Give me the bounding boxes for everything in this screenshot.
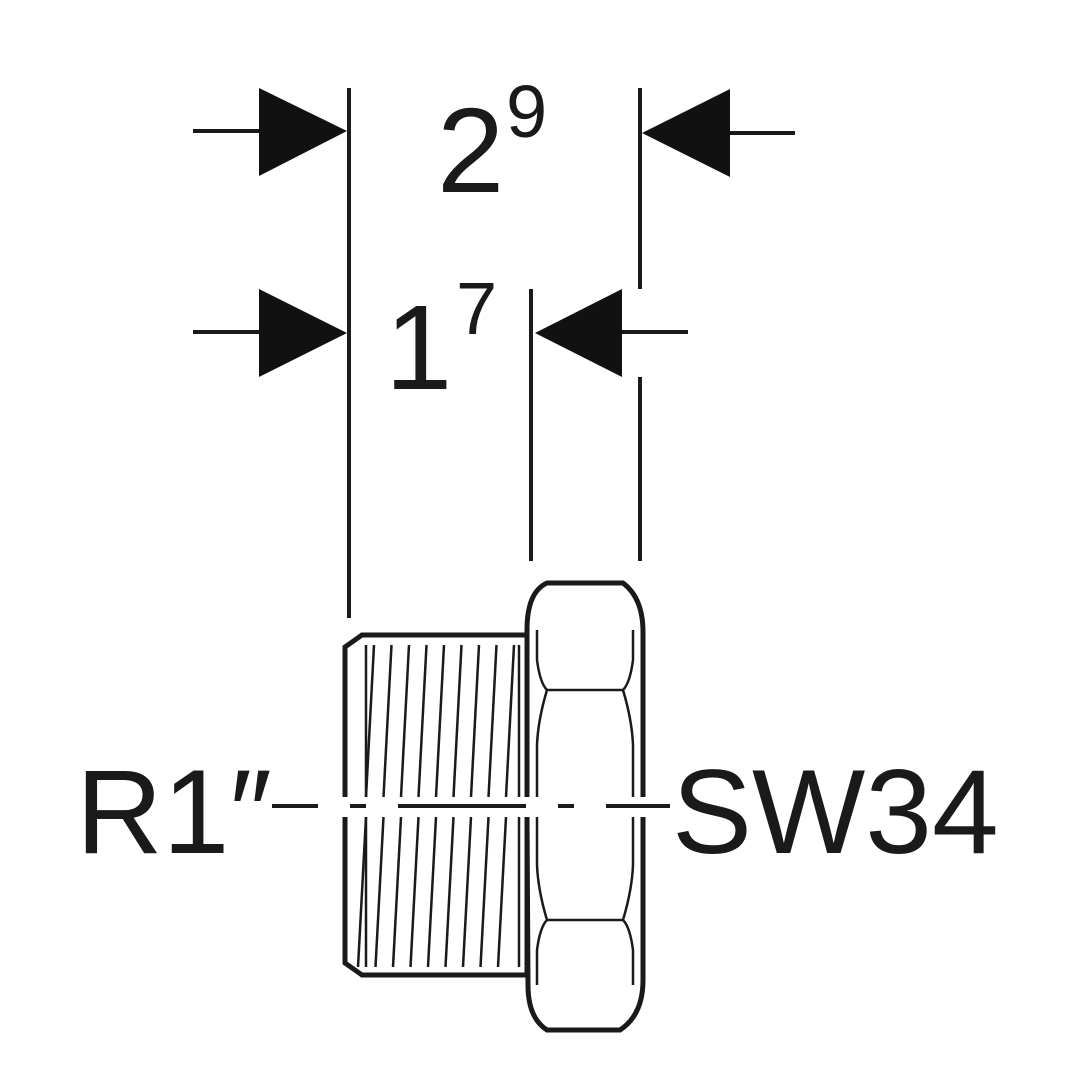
thread-line bbox=[426, 816, 438, 968]
thread-line bbox=[374, 816, 385, 968]
thread-line bbox=[479, 816, 490, 968]
thread-line bbox=[504, 644, 516, 798]
dim-inner-sup: 7 bbox=[456, 267, 497, 350]
hex-nut-facets bbox=[535, 630, 635, 985]
thread-line bbox=[487, 644, 498, 798]
thread-line bbox=[382, 644, 393, 798]
thread-line bbox=[434, 644, 446, 798]
thread-line bbox=[364, 644, 376, 798]
thread-lines bbox=[356, 644, 521, 968]
dim-overall-main: 2 bbox=[437, 82, 504, 218]
hex-nut-outline bbox=[524, 580, 646, 1033]
arrowhead-right-icon bbox=[259, 289, 347, 377]
dim-overall-sup: 9 bbox=[506, 70, 547, 153]
thread-line bbox=[452, 644, 463, 798]
thread-label: R1″ bbox=[76, 745, 272, 879]
thread-line bbox=[356, 816, 368, 968]
thread-line bbox=[469, 644, 481, 798]
wrench-size-label: SW34 bbox=[672, 745, 999, 879]
thread-line bbox=[461, 816, 473, 968]
thread-line bbox=[399, 644, 411, 798]
thread-line bbox=[409, 816, 420, 968]
dim-inner-main: 1 bbox=[385, 279, 452, 415]
arrowhead-right-icon bbox=[259, 88, 347, 176]
thread-line bbox=[444, 816, 455, 968]
thread-line bbox=[496, 816, 508, 968]
thread-line bbox=[391, 816, 403, 968]
arrowhead-left-icon bbox=[535, 289, 622, 377]
arrowhead-left-icon bbox=[642, 89, 730, 177]
thread-line bbox=[417, 644, 428, 798]
